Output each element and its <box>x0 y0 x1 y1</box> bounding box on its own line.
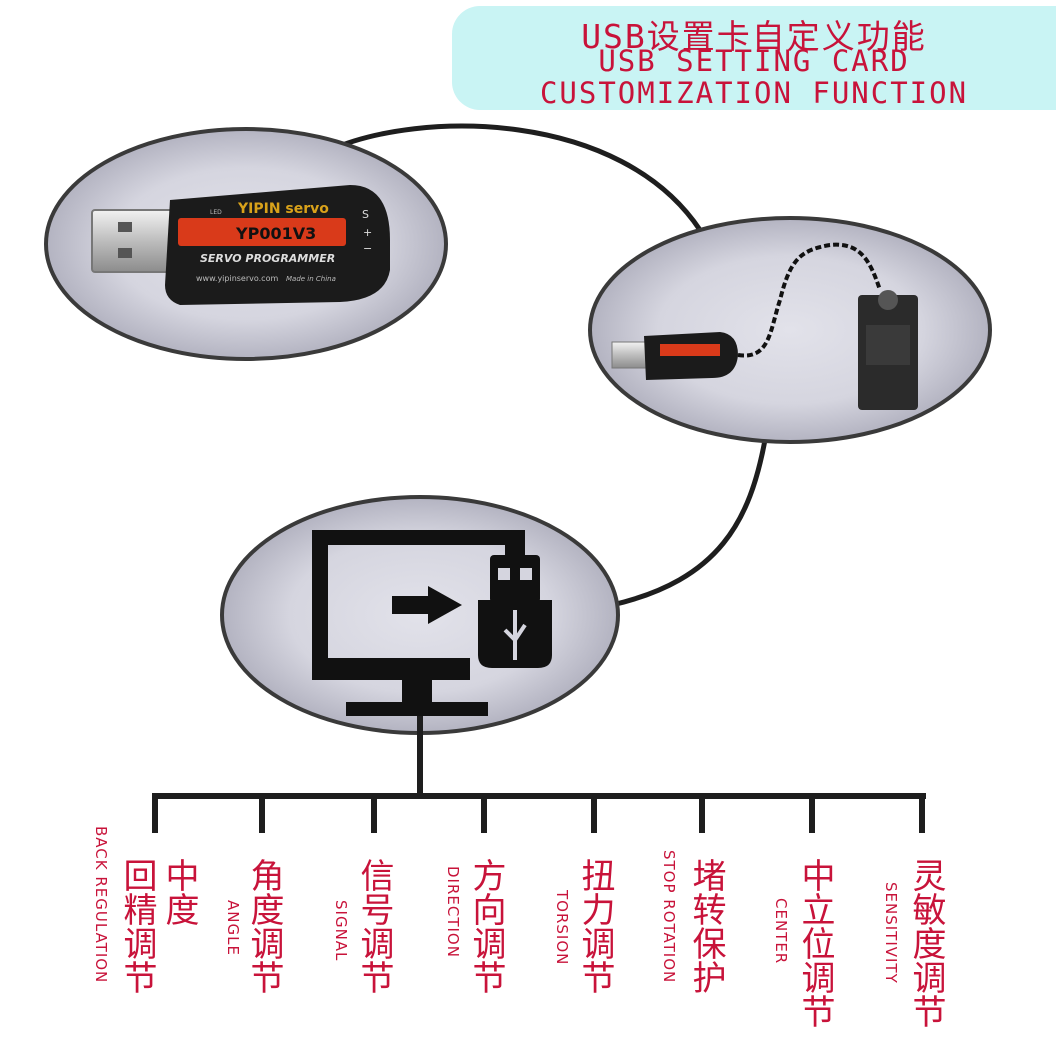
cable-top <box>328 123 703 232</box>
feature-torsion-zh: 扭力调节 <box>575 858 615 994</box>
feature-angle-en: ANGLE <box>224 900 242 956</box>
usb-product: SERVO PROGRAMMER <box>200 252 335 265</box>
title-en-line2: CUSTOMIZATION FUNCTION <box>539 76 969 110</box>
feature-back-regulation-en: BACK REGULATION <box>92 826 110 984</box>
feature-tree <box>152 716 926 833</box>
cable-right <box>611 439 768 608</box>
usb-button-plus: + <box>363 226 372 239</box>
usb-card-image: YIPIN servo YP001V3 SERVO PROGRAMMER www… <box>91 185 390 305</box>
title-zh: USB设置卡自定义功能 <box>581 17 927 56</box>
feature-signal-en: SIGNAL <box>332 900 350 962</box>
feature-sensitivity-en: SENSITIVITY <box>882 882 900 984</box>
usb-led-label: LED <box>210 209 222 216</box>
feature-sensitivity-zh: 灵敏度调节 <box>906 858 946 1028</box>
usb-brand: YIPIN servo <box>237 201 329 217</box>
feature-signal-zh: 信号调节 <box>354 858 394 994</box>
usb-website: www.yipinservo.com <box>196 274 278 283</box>
feature-back-regulation-zh2: 回精调节 <box>117 858 157 994</box>
servo-connection-image <box>611 242 918 410</box>
feature-direction-en: DIRECTION <box>444 866 462 958</box>
feature-stop-rotation-zh: 堵转保护 <box>686 858 726 994</box>
usb-model: YP001V3 <box>235 224 316 243</box>
oval-servo-connection <box>588 216 992 444</box>
feature-angle-zh: 角度调节 <box>244 858 284 994</box>
feature-stop-rotation-en: STOP ROTATION <box>660 850 678 984</box>
feature-back-regulation-zh: 中度 <box>159 858 199 926</box>
title-banner <box>452 6 1056 110</box>
feature-center-en: CENTER <box>772 898 790 965</box>
computer-usb-icon <box>312 530 552 716</box>
usb-button-minus: − <box>363 242 372 255</box>
feature-center-zh: 中立位调节 <box>795 858 835 1028</box>
feature-direction-zh: 方向调节 <box>466 858 506 994</box>
usb-button-s: S <box>362 208 369 221</box>
usb-made-in: Made in China <box>286 275 336 283</box>
feature-torsion-en: TORSION <box>553 890 571 966</box>
title-en-line1: USB SETTING CARD <box>598 44 910 78</box>
